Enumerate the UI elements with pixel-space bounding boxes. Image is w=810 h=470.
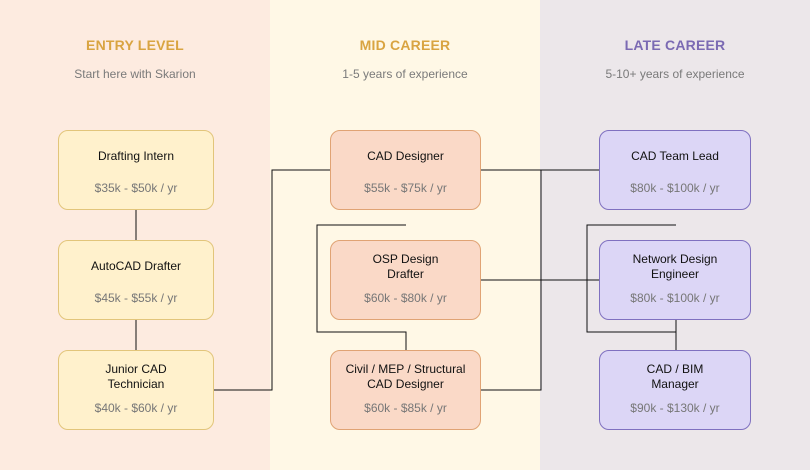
node-salary: $60k - $80k / yr (364, 291, 447, 305)
column-subtitle: 5-10+ years of experience (605, 67, 745, 81)
node-salary: $55k - $75k / yr (364, 181, 447, 195)
node-title: Network Design Engineer (632, 252, 718, 281)
node-cad-bim-manager[interactable]: CAD / BIM Manager $90k - $130k / yr (599, 350, 751, 430)
node-cad-team-lead[interactable]: CAD Team Lead $80k - $100k / yr (599, 130, 751, 210)
node-autocad-drafter[interactable]: AutoCAD Drafter $45k - $55k / yr (58, 240, 214, 320)
node-cad-designer[interactable]: CAD Designer $55k - $75k / yr (330, 130, 481, 210)
node-title: CAD Designer (367, 149, 444, 163)
node-salary: $80k - $100k / yr (630, 181, 720, 195)
node-salary: $60k - $85k / yr (364, 401, 447, 415)
column-subtitle: 1-5 years of experience (342, 67, 468, 81)
node-junior-cad-technician[interactable]: Junior CAD Technician $40k - $60k / yr (58, 350, 214, 430)
node-network-design-engineer[interactable]: Network Design Engineer $80k - $100k / y… (599, 240, 751, 320)
node-title: AutoCAD Drafter (90, 259, 182, 273)
node-drafting-intern[interactable]: Drafting Intern $35k - $50k / yr (58, 130, 214, 210)
node-title: Junior CAD Technician (105, 362, 167, 391)
node-title: CAD / BIM Manager (646, 362, 704, 391)
node-civil-mep-structural-cad-designer[interactable]: Civil / MEP / Structural CAD Designer $6… (330, 350, 481, 430)
column-title: ENTRY LEVEL (86, 37, 184, 53)
node-salary: $40k - $60k / yr (94, 401, 178, 415)
node-title: CAD Team Lead (631, 149, 719, 163)
column-title: MID CAREER (359, 37, 451, 53)
node-salary: $80k - $100k / yr (630, 291, 720, 305)
node-salary: $45k - $55k / yr (94, 291, 178, 305)
node-title: OSP Design Drafter (372, 252, 439, 281)
node-title: Drafting Intern (97, 149, 175, 163)
node-osp-design-drafter[interactable]: OSP Design Drafter $60k - $80k / yr (330, 240, 481, 320)
node-salary: $90k - $130k / yr (630, 401, 720, 415)
node-salary: $35k - $50k / yr (94, 181, 178, 195)
node-title: Civil / MEP / Structural CAD Designer (345, 362, 466, 391)
column-title: LATE CAREER (624, 37, 726, 53)
column-subtitle: Start here with Skarion (74, 67, 196, 81)
